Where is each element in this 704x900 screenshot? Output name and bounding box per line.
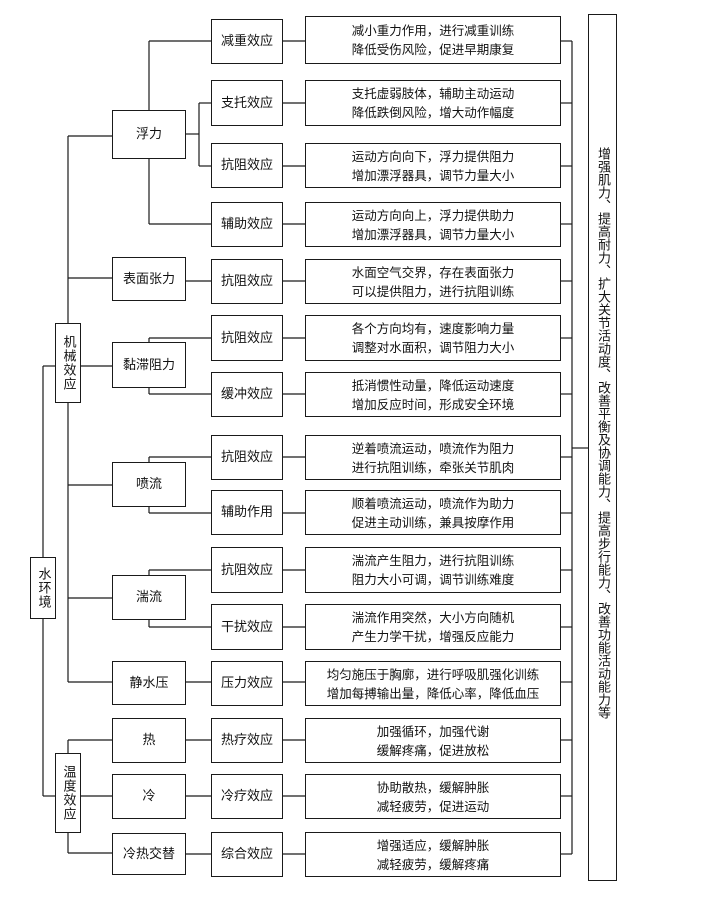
- effect-assistance-jet: 辅助作用: [211, 490, 283, 535]
- factor-node-buoyancy: 浮力: [112, 110, 186, 159]
- description-thermotherapy: 加强循环，加强代谢缓解疼痛，促进放松: [305, 718, 561, 763]
- description-resistance-turbulence: 湍流产生阻力，进行抗阻训练阻力大小可调，调节训练难度: [305, 547, 561, 593]
- description-resistance-jet: 逆着喷流运动，喷流作为阻力进行抗阻训练，牵张关节肌肉: [305, 435, 561, 480]
- description-assistance-buoyancy: 运动方向向上，浮力提供助力增加漂浮器具，调节力量大小: [305, 202, 561, 247]
- description-resistance-viscous: 各个方向均有，速度影响力量调整对水面积，调节阻力大小: [305, 315, 561, 361]
- root-node-water-environment: 水环境: [30, 557, 56, 619]
- description-cushioning: 抵消惯性动量，降低运动速度增加反应时间，形成安全环境: [305, 372, 561, 417]
- factor-node-turbulence: 湍流: [112, 575, 186, 620]
- description-support: 支托虚弱肢体，辅助主动运动降低跌倒风险，增大动作幅度: [305, 80, 561, 126]
- description-interference: 湍流作用突然，大小方向随机产生力学干扰，增强反应能力: [305, 604, 561, 650]
- effect-resistance-jet: 抗阻效应: [211, 435, 283, 480]
- factor-node-viscous-resistance: 黏滞阻力: [112, 342, 186, 388]
- description-resistance-surface-tension: 水面空气交界，存在表面张力可以提供阻力，进行抗阻训练: [305, 259, 561, 304]
- description-resistance-buoyancy: 运动方向向下，浮力提供阻力增加漂浮器具，调节力量大小: [305, 143, 561, 188]
- effect-interference: 干扰效应: [211, 604, 283, 650]
- effect-support: 支托效应: [211, 80, 283, 126]
- effect-pressure: 压力效应: [211, 661, 283, 706]
- effect-weight-reduction: 减重效应: [211, 19, 283, 64]
- description-assistance-jet: 顺着喷流运动，喷流作为助力促进主动训练，兼具按摩作用: [305, 490, 561, 535]
- effect-resistance-turbulence: 抗阻效应: [211, 547, 283, 593]
- factor-node-jet: 喷流: [112, 462, 186, 507]
- description-combined: 增强适应，缓解肿胀减轻疲劳，缓解疼痛: [305, 832, 561, 877]
- factor-node-heat: 热: [112, 718, 186, 763]
- outcome-node: 增强肌力、提高耐力、扩大关节活动度、改善平衡及协调能力、提高步行能力、改善功能活…: [588, 14, 617, 881]
- effect-cryotherapy: 冷疗效应: [211, 774, 283, 819]
- factor-node-hot-cold-alternation: 冷热交替: [112, 833, 186, 875]
- factor-node-cold: 冷: [112, 774, 186, 819]
- effect-resistance-viscous: 抗阻效应: [211, 315, 283, 361]
- factor-node-hydrostatic-pressure: 静水压: [112, 661, 186, 705]
- factor-node-surface-tension: 表面张力: [112, 257, 186, 301]
- description-cryotherapy: 协助散热，缓解肿胀减轻疲劳，促进运动: [305, 774, 561, 819]
- description-weight-reduction: 减小重力作用，进行减重训练降低受伤风险，促进早期康复: [305, 16, 561, 64]
- effect-combined: 综合效应: [211, 832, 283, 877]
- group-node-temperature-effect: 温度效应: [55, 753, 81, 833]
- description-pressure: 均匀施压于胸廓，进行呼吸肌强化训练增加每搏输出量，降低心率，降低血压: [305, 661, 561, 706]
- effect-resistance-buoyancy: 抗阻效应: [211, 143, 283, 188]
- effect-resistance-surface-tension: 抗阻效应: [211, 259, 283, 304]
- effect-thermotherapy: 热疗效应: [211, 718, 283, 763]
- effect-assistance-buoyancy: 辅助效应: [211, 202, 283, 247]
- effect-cushioning: 缓冲效应: [211, 372, 283, 417]
- group-node-mechanical-effect: 机械效应: [55, 323, 81, 403]
